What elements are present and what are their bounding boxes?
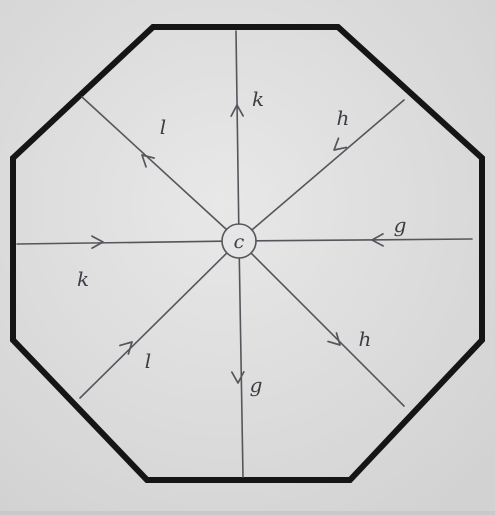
- edge-label-west: k: [77, 267, 89, 291]
- edge-arrowhead: [230, 104, 245, 117]
- edge-north-east: [251, 99, 405, 231]
- edge-west: [16, 235, 223, 249]
- edge-south-west: [79, 252, 228, 399]
- center-vertex-circle: [221, 223, 257, 259]
- edge-arrowhead: [119, 341, 133, 355]
- edge-label-north-east: h: [337, 106, 350, 130]
- edge-labels-layer: k h g h g l k l: [77, 87, 406, 397]
- edge-label-north: k: [252, 87, 264, 111]
- edge-label-south-east: h: [359, 327, 372, 351]
- edge-line: [79, 252, 228, 399]
- center-vertex-label: c: [234, 231, 245, 253]
- edge-arrowhead: [327, 332, 341, 346]
- edge-east: [255, 233, 473, 247]
- edge-line: [238, 257, 244, 478]
- edge-arrowhead: [333, 137, 348, 151]
- edge-label-north-west: l: [160, 115, 166, 139]
- edge-line: [16, 240, 223, 245]
- edge-arrowhead: [141, 154, 156, 168]
- edge-north: [230, 30, 245, 225]
- edge-label-south: g: [250, 373, 263, 397]
- edge-arrowhead: [91, 235, 104, 249]
- edge-arrowhead: [371, 233, 384, 247]
- edge-line: [235, 30, 240, 225]
- edge-label-east: g: [394, 213, 407, 237]
- edge-line: [250, 252, 405, 407]
- edges-layer: [16, 30, 473, 478]
- edge-north-west: [81, 96, 228, 231]
- edge-line: [251, 99, 405, 231]
- edge-south-east: [250, 252, 405, 407]
- octagon-boundary: [10, 24, 485, 483]
- edge-label-south-west: l: [145, 349, 151, 373]
- edge-arrowhead: [230, 371, 245, 384]
- edge-line: [81, 96, 228, 231]
- edge-south: [230, 257, 245, 478]
- edge-line: [255, 238, 473, 242]
